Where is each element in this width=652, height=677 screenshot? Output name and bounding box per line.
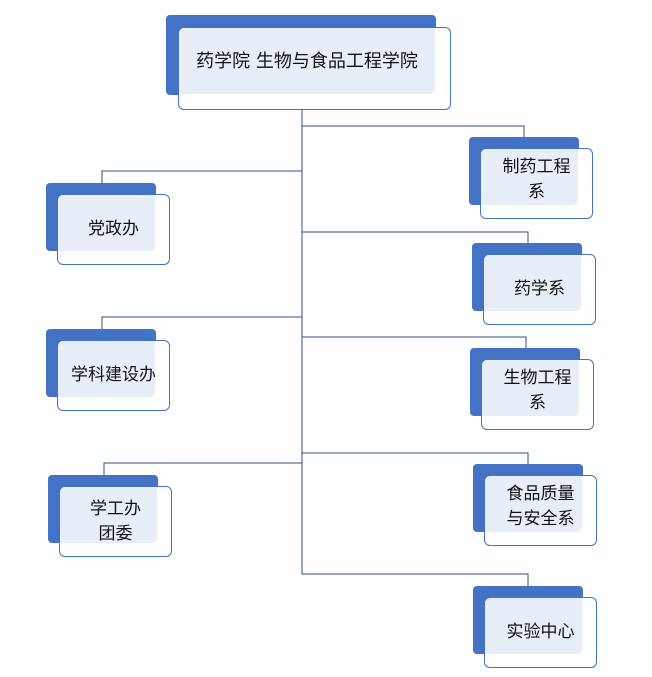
branch-line-right-4	[302, 452, 529, 465]
unit-party-office-label: 党政办	[88, 219, 139, 239]
unit-discipline-office-label: 学科建设办	[71, 365, 156, 385]
dept-lab-center-label: 实验中心	[506, 622, 575, 642]
dept-food-quality-safety-label: 食品质量 与安全系	[506, 484, 575, 529]
dept-pharmacy-label: 药学系	[514, 279, 565, 299]
branch-line-right-5	[302, 573, 529, 587]
branch-line-left-1	[101, 170, 302, 184]
unit-student-affairs-label: 学工办 团委	[90, 498, 141, 544]
branch-line-right-1	[302, 125, 525, 138]
branch-line-left-2	[101, 316, 302, 330]
dept-pharm-engineering-label: 制药工程 系	[502, 157, 571, 202]
dept-bioengineering-label: 生物工程 系	[503, 368, 572, 413]
branch-line-right-3	[302, 336, 527, 349]
root-node-label: 药学院 生物与食品工程学院	[196, 50, 418, 72]
branch-line-right-2	[302, 231, 529, 244]
branch-line-left-3	[103, 462, 302, 476]
